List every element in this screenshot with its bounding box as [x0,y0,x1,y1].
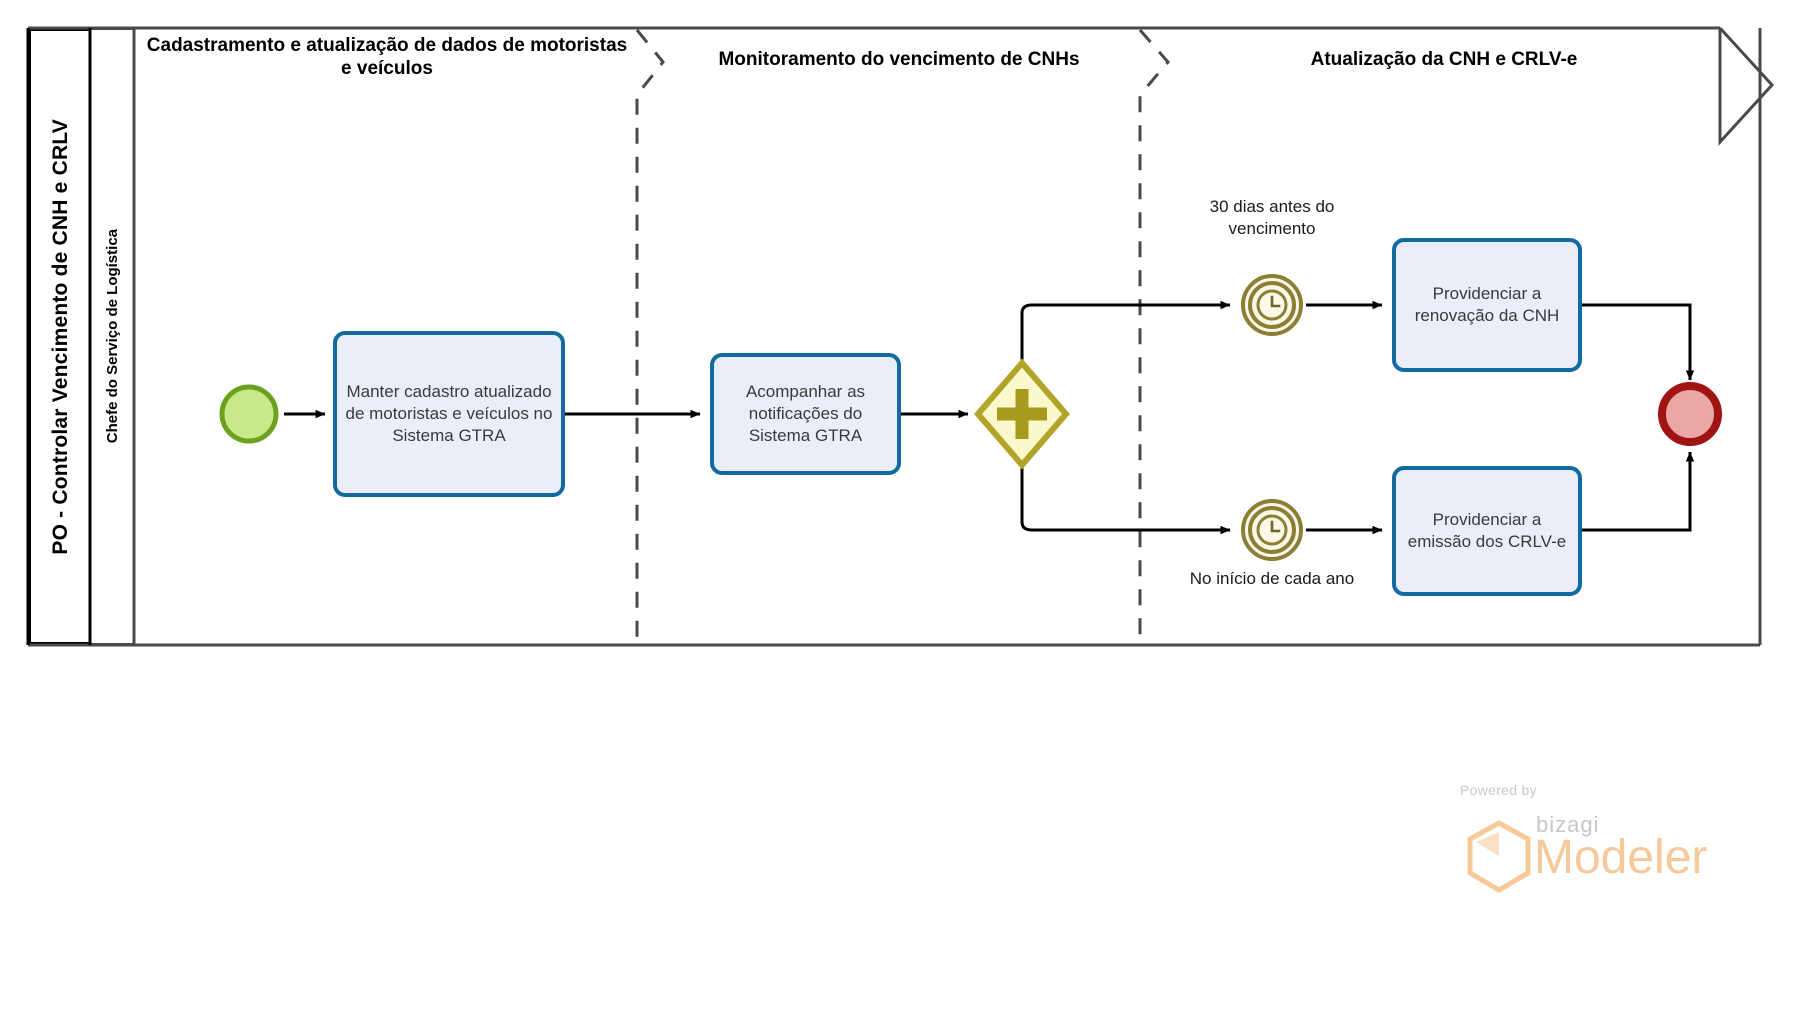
pool-frame [26,26,1762,647]
flow-task4-to-end [1582,451,1695,532]
gateway-parallel[interactable] [974,358,1070,470]
task-manter-cadastro[interactable]: Manter cadastro atualizado de motoristas… [333,331,565,497]
flow-gateway-to-timer-bottom [1020,455,1231,535]
phase-label-2: Monitoramento do vencimento de CNHs [718,49,1080,70]
bizagi-wordmark: bizagi [1536,812,1600,837]
timer-event-bottom[interactable] [1241,499,1303,561]
end-event[interactable] [1658,382,1722,446]
task-providenciar-emissao-crlve[interactable]: Providenciar a emissão dos CRLV-e [1392,466,1582,596]
flow-gateway-to-timer-top [1020,300,1231,373]
powered-by-label: Powered by [1460,782,1537,798]
timer-bottom-label: No início de cada ano [1189,569,1355,588]
phase-divider-1 [635,29,665,645]
phase-header-chevron [1718,26,1775,146]
phase-divider-2 [1138,29,1170,645]
bizagi-hexagon-icon [1467,820,1531,893]
bizagi-branding: Powered by bizagi Modeler [1448,782,1748,893]
flow-task3-to-end [1582,303,1695,381]
timer-top-label: 30 dias antes do vencimento [1209,197,1335,239]
sequence-flows [284,300,1695,535]
task-acompanhar-notificacoes[interactable]: Acompanhar as notificações do Sistema GT… [710,353,901,475]
phase-label-3: Atualização da CNH e CRLV-e [1310,49,1578,70]
timer-event-top[interactable] [1241,274,1303,336]
task-providenciar-renovacao-cnh[interactable]: Providenciar a renovação da CNH [1392,238,1582,372]
modeler-wordmark: Modeler [1534,831,1708,884]
start-event[interactable] [219,384,279,444]
phase-label-1: Cadastramento e atualização de dados de … [146,35,628,80]
lane-title: Chefe do Serviço de Logística [90,28,134,645]
